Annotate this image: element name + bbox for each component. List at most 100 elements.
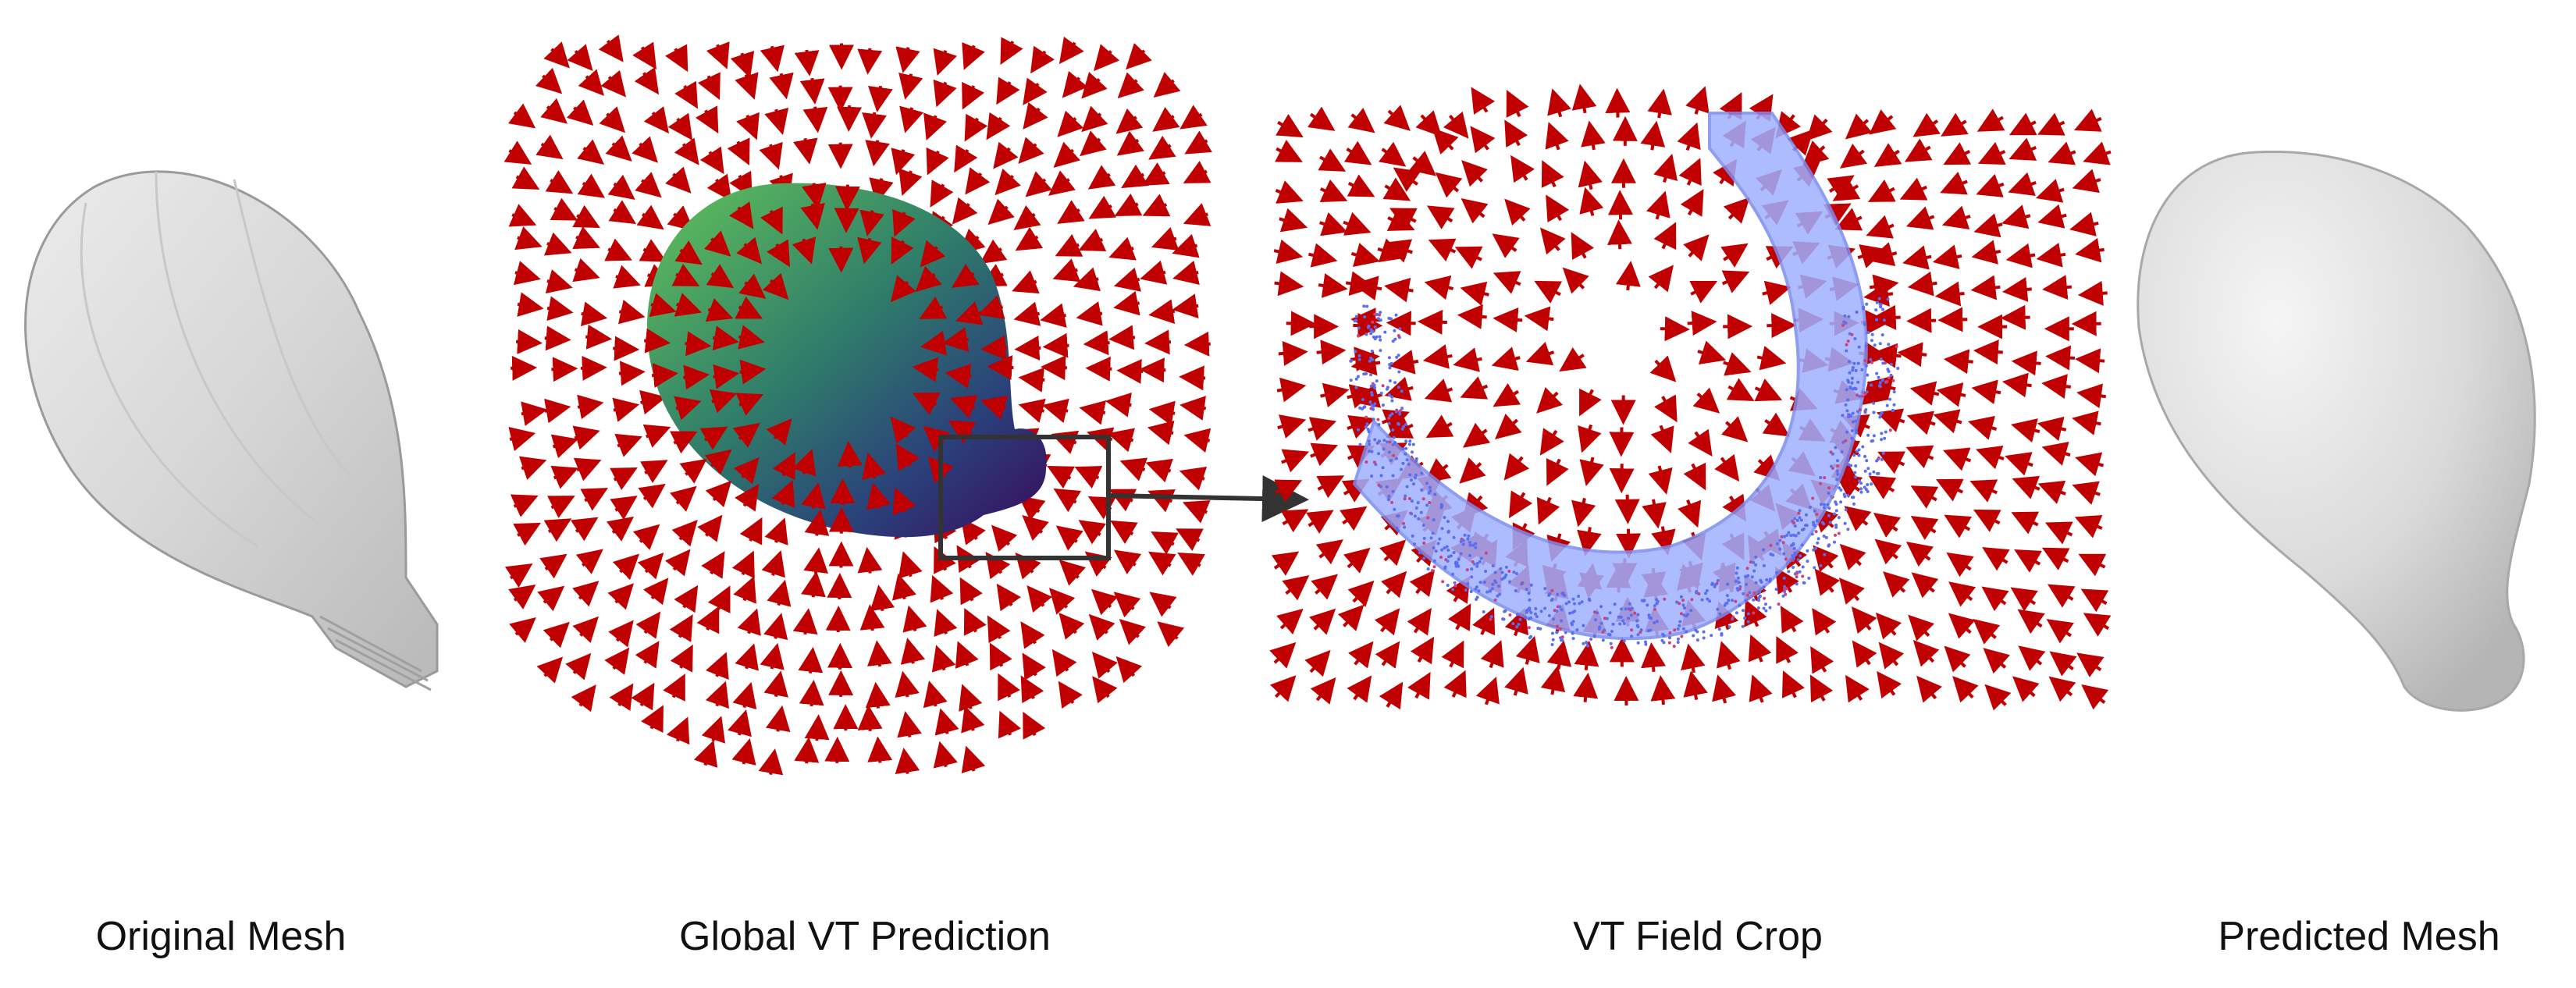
point bbox=[1596, 611, 1599, 615]
point bbox=[1870, 482, 1873, 486]
point bbox=[1564, 631, 1567, 634]
vt-arrow bbox=[1460, 281, 1489, 306]
vt-arrow bbox=[1504, 198, 1531, 226]
vt-arrow bbox=[1389, 208, 1418, 231]
vt-arrow bbox=[670, 644, 693, 673]
point bbox=[1681, 603, 1685, 607]
vt-arrow bbox=[1183, 331, 1211, 357]
point bbox=[1716, 607, 1720, 611]
point bbox=[1461, 538, 1465, 542]
point bbox=[1496, 585, 1500, 588]
point bbox=[1379, 318, 1382, 322]
predicted-mesh-bulb bbox=[2137, 150, 2536, 712]
point bbox=[1414, 473, 1418, 477]
vt-arrow bbox=[1320, 382, 1350, 407]
vt-arrow bbox=[1681, 643, 1706, 673]
vt-arrow bbox=[610, 496, 638, 521]
vt-arrow bbox=[1422, 344, 1453, 369]
point bbox=[1852, 496, 1856, 499]
vt-arrow bbox=[1148, 299, 1176, 325]
point bbox=[1620, 607, 1624, 611]
vt-arrow bbox=[1973, 618, 2001, 645]
vt-arrow bbox=[1041, 398, 1069, 423]
point bbox=[1474, 546, 1478, 549]
vt-arrow bbox=[543, 41, 570, 69]
vt-arrow bbox=[1026, 585, 1053, 613]
point bbox=[1404, 446, 1408, 450]
vt-arrow bbox=[1867, 179, 1896, 202]
point bbox=[1386, 440, 1389, 444]
vt-arrow bbox=[1540, 665, 1566, 695]
vt-arrow bbox=[2074, 515, 2103, 538]
point bbox=[1783, 587, 1786, 591]
point bbox=[1592, 634, 1596, 638]
vt-arrow bbox=[767, 239, 790, 268]
vt-arrow bbox=[1108, 236, 1137, 261]
vt-arrow bbox=[1177, 552, 1205, 576]
point bbox=[1560, 608, 1564, 612]
point bbox=[1835, 469, 1839, 473]
point bbox=[1737, 581, 1741, 584]
vt-arrow bbox=[764, 517, 788, 546]
vt-arrow bbox=[890, 416, 916, 444]
vt-arrow bbox=[1912, 112, 1941, 137]
vt-arrow bbox=[1126, 42, 1152, 70]
point bbox=[1864, 488, 1868, 492]
point bbox=[1527, 617, 1531, 621]
point bbox=[1498, 592, 1502, 596]
point bbox=[1853, 337, 1857, 340]
point bbox=[1500, 570, 1504, 574]
vt-arrow bbox=[1091, 588, 1119, 616]
point bbox=[1395, 408, 1399, 412]
vt-arrow bbox=[1319, 179, 1348, 202]
vt-arrow bbox=[1756, 346, 1787, 371]
point bbox=[1354, 350, 1357, 354]
vt-arrow bbox=[1377, 238, 1407, 262]
point bbox=[1734, 599, 1738, 603]
point bbox=[1882, 318, 1886, 322]
vt-arrow bbox=[1650, 425, 1674, 453]
point bbox=[1467, 534, 1471, 538]
vt-arrow bbox=[1384, 277, 1414, 303]
vt-arrow bbox=[1944, 514, 1973, 538]
point bbox=[1385, 485, 1389, 489]
point bbox=[1863, 392, 1867, 396]
point bbox=[1478, 560, 1482, 563]
vt-arrow bbox=[1277, 414, 1307, 439]
point bbox=[1463, 533, 1467, 537]
point bbox=[1887, 343, 1891, 347]
point bbox=[1386, 498, 1390, 501]
point bbox=[1843, 521, 1847, 525]
vt-arrow bbox=[1683, 462, 1706, 491]
vt-arrow bbox=[1157, 621, 1185, 648]
vt-arrow bbox=[891, 236, 914, 265]
point bbox=[1436, 542, 1440, 546]
point bbox=[1543, 606, 1547, 610]
vt-arrow bbox=[693, 740, 718, 768]
vt-arrow bbox=[1470, 126, 1496, 154]
point bbox=[1850, 381, 1854, 385]
vt-arrow bbox=[865, 681, 891, 709]
point bbox=[1759, 580, 1763, 584]
point bbox=[1404, 494, 1407, 498]
point bbox=[1851, 420, 1855, 424]
vt-arrow bbox=[1536, 386, 1564, 414]
vt-arrow bbox=[772, 452, 795, 480]
point bbox=[1857, 453, 1861, 457]
point bbox=[1866, 483, 1870, 486]
vt-arrow bbox=[1905, 445, 1934, 469]
vt-arrow bbox=[762, 272, 789, 300]
vt-arrow bbox=[510, 494, 539, 517]
vt-arrow bbox=[1409, 151, 1437, 176]
vt-arrow bbox=[1350, 350, 1381, 376]
point bbox=[1774, 570, 1778, 574]
vt-arrow bbox=[1640, 120, 1666, 151]
point bbox=[1851, 368, 1855, 372]
vt-arrow bbox=[1946, 552, 1974, 578]
vt-arrow bbox=[915, 265, 942, 293]
point bbox=[1852, 502, 1856, 506]
global-vt-bulb bbox=[646, 183, 1047, 538]
point bbox=[1774, 588, 1778, 592]
point bbox=[1550, 631, 1554, 635]
vt-arrow bbox=[2041, 374, 2072, 399]
